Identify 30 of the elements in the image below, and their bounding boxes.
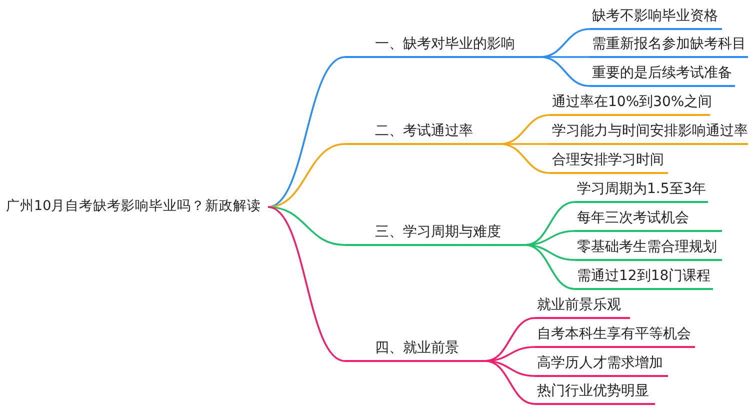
topic-label: 就业前景乐观 [535, 297, 630, 319]
branch-line [524, 244, 576, 261]
root-topic: 广州10月自考缺考影响毕业吗？新政解读 [4, 196, 266, 218]
topic-label: 高学历人才需求增加 [535, 355, 668, 377]
branch-line [500, 143, 550, 174]
topic-label: 缺考不影响毕业资格 [590, 8, 722, 30]
topic-label: 一、缺考对毕业的影响 [345, 36, 540, 58]
branch-line [268, 206, 346, 362]
topic-label: 自考本科生享有平等机会 [535, 326, 695, 348]
topic-label: 每年三次考试机会 [575, 210, 722, 232]
topic-label: 学习能力与时间安排影响通过率 [550, 123, 748, 145]
topic-label: 学习周期为1.5至3年 [575, 181, 708, 203]
branch-line [268, 206, 346, 246]
topic-label: 重要的是后续考试准备 [590, 65, 735, 87]
branch-line [524, 244, 576, 290]
topic-label: 热门行业优势明显 [535, 383, 655, 405]
topic-label: 零基础考生需合理规划 [575, 239, 722, 261]
branch-line [540, 56, 590, 58]
topic-label: 需通过12到18门课程 [575, 268, 713, 290]
topic-label: 二、考试通过率 [345, 123, 500, 145]
topic-label: 四、就业前景 [345, 340, 485, 362]
branch-line [500, 143, 550, 145]
topic-label: 需重新报名参加缺考科目 [590, 36, 748, 58]
branch-line [484, 360, 536, 377]
topic-label: 合理安排学习时间 [550, 152, 668, 174]
branch-line [484, 360, 536, 405]
topic-label: 通过率在10%到30%之间 [550, 94, 710, 116]
topic-label: 三、学习周期与难度 [345, 224, 525, 246]
branch-line [268, 143, 346, 208]
branch-line [540, 56, 590, 87]
